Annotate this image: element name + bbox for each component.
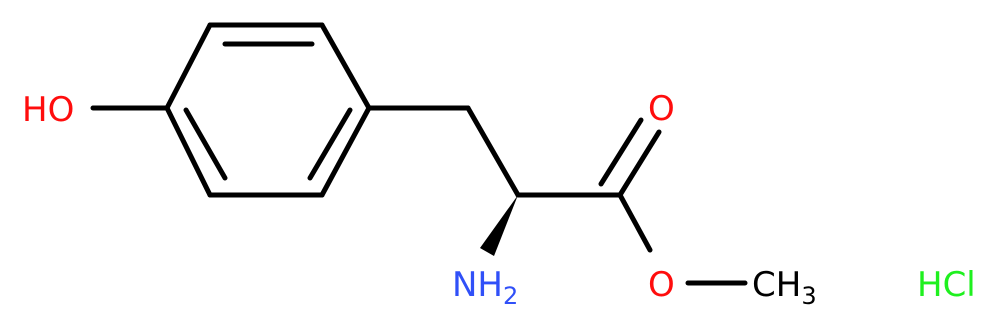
- hydroxyl-label: HO: [22, 90, 74, 130]
- ring-inner-bond-2: [307, 107, 353, 181]
- amine-label: NH2: [452, 265, 518, 310]
- ring-inner-bond-3: [183, 107, 228, 181]
- ch2-alpha-bond: [465, 105, 521, 198]
- hcl-salt-label: HCl: [917, 265, 976, 305]
- ring-bond-3: [319, 22, 372, 111]
- methyl-label: CH3: [752, 265, 817, 310]
- carbonyl-double-bond-1: [617, 129, 662, 198]
- carbonyl-oxygen-label: O: [648, 89, 675, 129]
- amine-subscript: 2: [503, 282, 518, 310]
- carbonyl-double-bond-2: [598, 117, 644, 187]
- ring-bond-4: [319, 105, 372, 198]
- methyl-subscript: 3: [801, 282, 816, 310]
- ester-oxygen-label: O: [648, 265, 675, 305]
- bonds: [90, 22, 748, 286]
- ring-bond-6: [164, 105, 213, 198]
- stereo-wedge-bond: [480, 195, 518, 256]
- ring-bond-1: [164, 22, 213, 111]
- ester-bond: [617, 192, 653, 253]
- amine-text: NH: [452, 265, 503, 305]
- methyl-text: CH: [752, 265, 801, 305]
